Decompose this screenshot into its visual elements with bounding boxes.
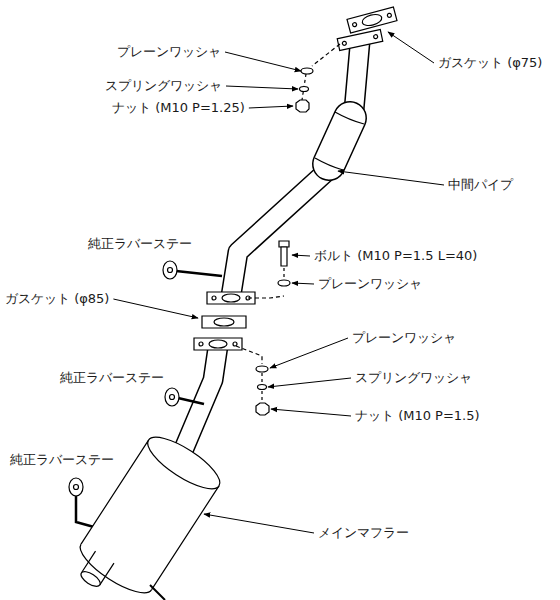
part-label: ナット (M10 P=1.25) bbox=[112, 100, 245, 116]
part-label: ボルト (M10 P=1.5 L=40) bbox=[314, 248, 477, 264]
flange-lower bbox=[194, 338, 242, 350]
assembly-line bbox=[248, 296, 284, 298]
rubber-stay-hole bbox=[170, 395, 175, 400]
gasket-hole bbox=[214, 318, 234, 326]
resonator-outline bbox=[329, 118, 350, 164]
leader-line bbox=[204, 514, 314, 533]
nut bbox=[296, 100, 309, 112]
flange-plate bbox=[337, 30, 383, 51]
leader-line bbox=[113, 299, 198, 318]
flange-hole bbox=[209, 340, 227, 348]
assembly-line bbox=[312, 44, 340, 66]
part-label: プレーンワッシャ bbox=[117, 44, 221, 60]
resonator-seam bbox=[315, 158, 343, 170]
plain-washer bbox=[278, 280, 290, 286]
part-label: 純正ラバーステー bbox=[60, 370, 164, 386]
part-label: プレーンワッシャ bbox=[352, 330, 456, 346]
part-label: スプリングワッシャ bbox=[355, 370, 472, 386]
part-label: ナット (M10 P=1.5) bbox=[355, 408, 480, 424]
bolt-hole bbox=[373, 34, 378, 39]
bolt-hole bbox=[233, 342, 237, 346]
rubber-stay bbox=[69, 478, 83, 496]
rubber-stay bbox=[165, 388, 179, 406]
part-label: 純正ラバーステー bbox=[10, 452, 114, 468]
part-label: 純正ラバーステー bbox=[88, 236, 192, 252]
leader-line bbox=[249, 106, 293, 108]
bolt-hole bbox=[352, 22, 357, 27]
leader-line bbox=[338, 171, 444, 185]
resonator-fill bbox=[329, 118, 350, 164]
part-label: スプリングワッシャ bbox=[105, 78, 222, 94]
leader-line bbox=[292, 255, 310, 256]
plain-washer bbox=[256, 366, 268, 372]
resonator-seam bbox=[335, 112, 364, 124]
rubber-stay-hole bbox=[168, 268, 173, 273]
part-label: ガスケット (φ75) bbox=[438, 55, 542, 71]
hanger-rod bbox=[178, 398, 204, 404]
assembly-line bbox=[283, 268, 284, 278]
leader-line bbox=[292, 283, 314, 284]
spring-washer bbox=[300, 87, 309, 92]
leader-line bbox=[270, 338, 348, 368]
bolt-head bbox=[279, 241, 289, 247]
leader-line bbox=[268, 378, 351, 387]
gasket-hole bbox=[361, 13, 383, 28]
leader-line bbox=[226, 86, 298, 89]
tailpipe-end bbox=[79, 569, 103, 589]
part-label: メインマフラー bbox=[318, 525, 409, 541]
leader-line bbox=[271, 409, 351, 416]
illustration-group bbox=[65, 7, 397, 600]
bolt-hole bbox=[212, 296, 216, 300]
rubber-stay-hole bbox=[74, 485, 79, 490]
flange-top bbox=[337, 30, 383, 51]
flange-plate bbox=[207, 292, 255, 304]
nut bbox=[256, 403, 269, 415]
plain-washer bbox=[301, 68, 313, 74]
gasket-mid bbox=[202, 316, 246, 328]
muffler-end bbox=[73, 544, 151, 600]
flange-hole bbox=[222, 294, 240, 302]
bolt-shank bbox=[281, 247, 287, 266]
gasket-plate bbox=[202, 316, 246, 328]
hanger-rod bbox=[176, 271, 222, 276]
bolt-hole bbox=[387, 13, 392, 18]
flange-plate bbox=[194, 338, 242, 350]
leader-line bbox=[388, 32, 434, 63]
gasket-top bbox=[347, 7, 397, 33]
flange-mid bbox=[207, 292, 255, 304]
rubber-stay bbox=[163, 261, 177, 279]
gasket-plate bbox=[347, 7, 397, 33]
part-label: 中間パイプ bbox=[448, 177, 513, 193]
muffler-end bbox=[141, 428, 227, 497]
hanger-rod bbox=[150, 585, 165, 600]
bolt-hole bbox=[199, 342, 203, 346]
part-label: プレーンワッシャ bbox=[318, 276, 422, 292]
leader-line bbox=[225, 52, 301, 71]
bolt-hole bbox=[342, 41, 347, 46]
spring-washer bbox=[258, 385, 267, 390]
part-label: ガスケット (φ85) bbox=[5, 291, 109, 307]
assembly-line bbox=[236, 346, 262, 364]
